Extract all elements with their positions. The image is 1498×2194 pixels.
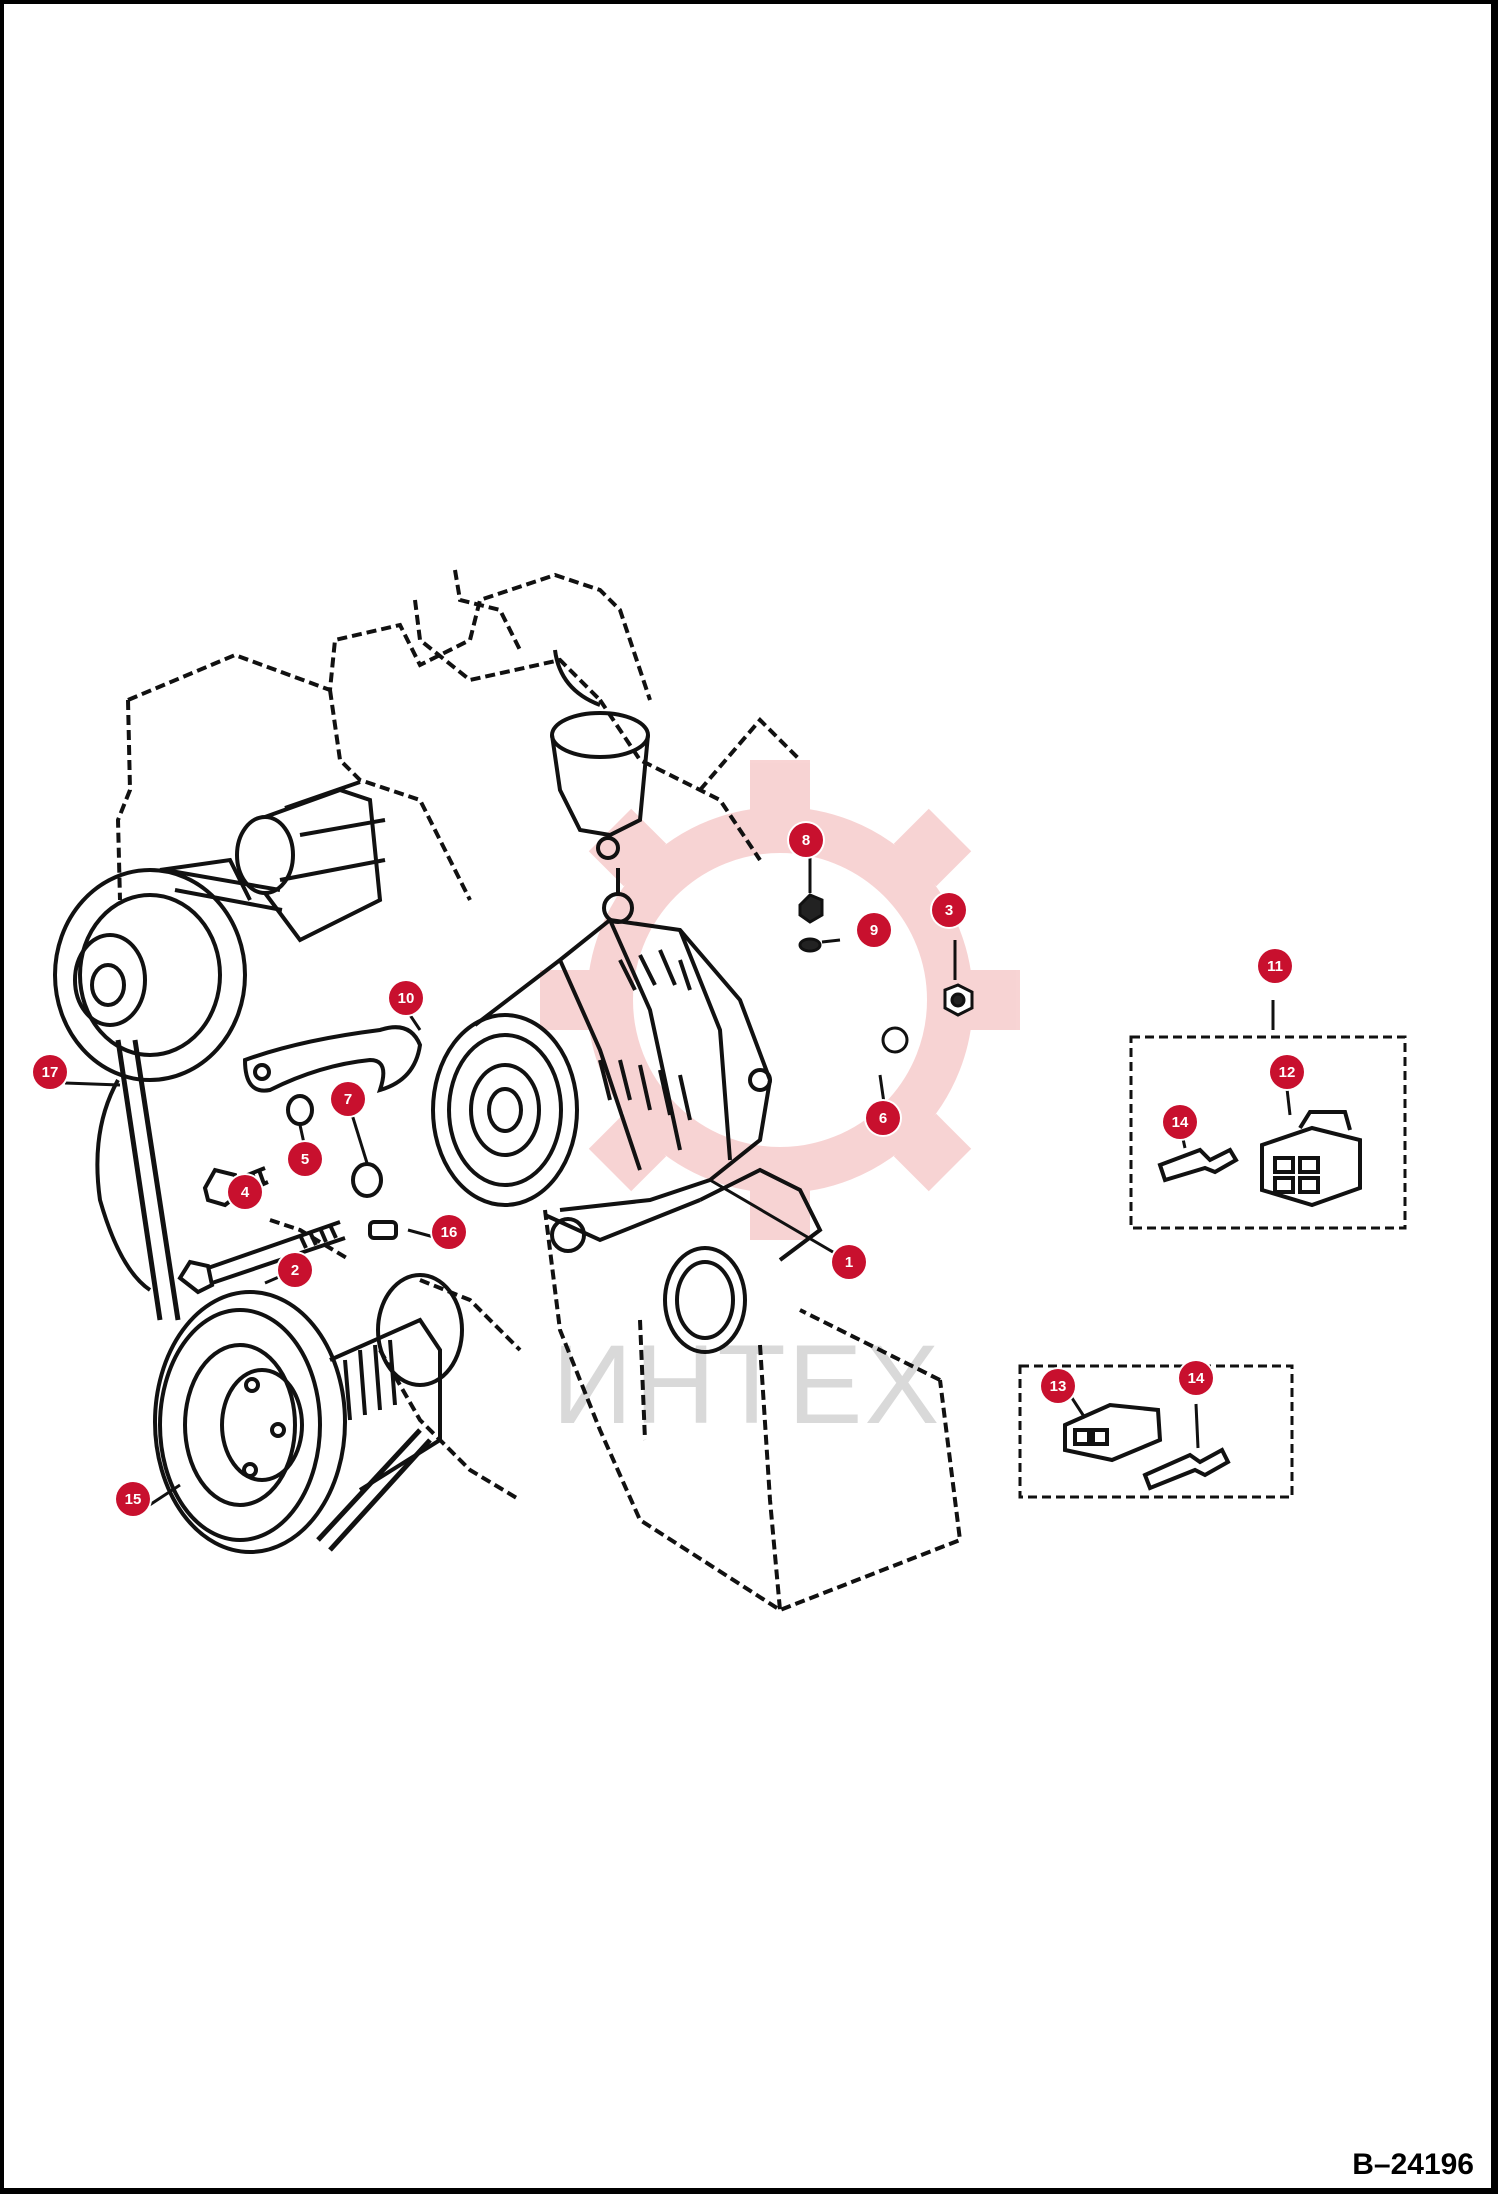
callout-15[interactable]: 15: [116, 1482, 150, 1516]
timing-cover: [95, 1079, 747, 1354]
alternator-body: [431, 868, 823, 1262]
callout-16[interactable]: 16: [432, 1215, 466, 1249]
engine-block-outline: [115, 569, 963, 1613]
callout-9[interactable]: 9: [857, 913, 891, 947]
terminal-14-a: [1157, 1147, 1239, 1183]
drawing-code: B–24196: [1352, 2148, 1474, 2181]
connector-kit-box-2: [1018, 1364, 1294, 1499]
callout-11[interactable]: 11: [1258, 949, 1292, 983]
crankshaft-pulley: [153, 1273, 464, 1554]
upper-belt: [164, 868, 283, 912]
connector-kit-box: [1129, 1035, 1407, 1230]
callout-7[interactable]: 7: [331, 1082, 365, 1116]
watermark-gear-icon: [540, 760, 1020, 1240]
callout-5[interactable]: 5: [288, 1142, 322, 1176]
callout-10[interactable]: 10: [389, 981, 423, 1015]
callout-13[interactable]: 13: [1041, 1369, 1075, 1403]
idler-cylinder: [235, 780, 386, 943]
water-pump-pulley: [53, 857, 252, 1082]
hardware-nuts-washers: [798, 893, 974, 1054]
leader-lines: [64, 858, 1292, 1508]
adjusting-bracket: [242, 1025, 423, 1093]
callout-1[interactable]: 1: [832, 1245, 866, 1279]
connector-housing-13: [1063, 1402, 1163, 1463]
callout-2[interactable]: 2: [278, 1253, 312, 1287]
callout-17[interactable]: 17: [33, 1055, 67, 1089]
callout-3[interactable]: 3: [932, 893, 966, 927]
callout-8[interactable]: 8: [789, 823, 823, 857]
callout-14b[interactable]: 14: [1179, 1361, 1213, 1395]
callout-12[interactable]: 12: [1270, 1055, 1304, 1089]
callout-14a[interactable]: 14: [1163, 1105, 1197, 1139]
terminal-14-b: [1142, 1447, 1231, 1491]
callout-6[interactable]: 6: [866, 1101, 900, 1135]
watermark-text: ИНТЕХ: [552, 1322, 942, 1447]
connector-housing-12: [1260, 1110, 1362, 1208]
callout-4[interactable]: 4: [228, 1175, 262, 1209]
v-belt: [115, 1039, 432, 1552]
thermostat-housing: [550, 649, 650, 860]
